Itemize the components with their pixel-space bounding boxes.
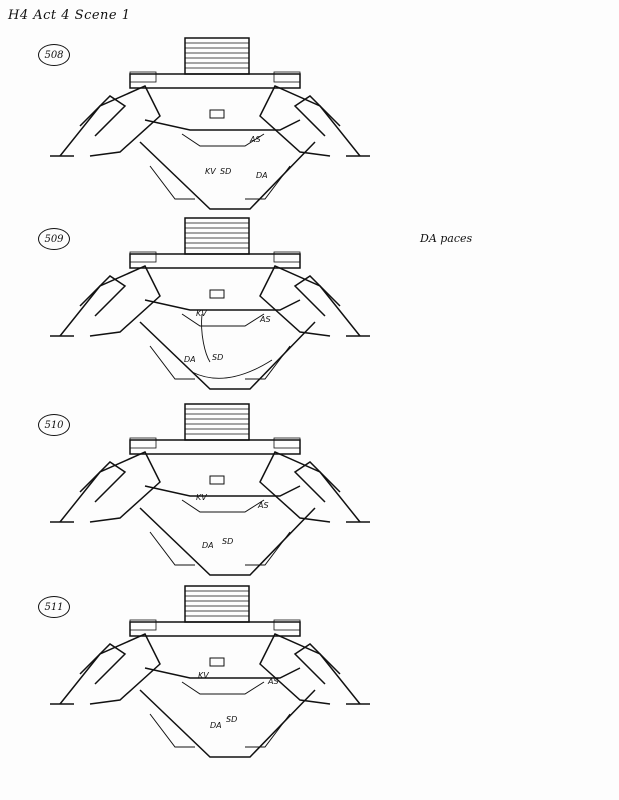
- actor-label-kv: KV: [196, 493, 207, 502]
- upstage-stairs: [184, 37, 250, 75]
- actor-label-da: DA: [184, 355, 196, 364]
- actor-label-as: AS: [257, 501, 269, 510]
- stage-plan-4: AS KV SD DA: [50, 585, 370, 758]
- actor-label-da: DA: [210, 721, 222, 730]
- actor-label-da: DA: [202, 541, 214, 550]
- actor-label-sd: SD: [212, 353, 223, 362]
- actor-label-kv: KV: [205, 167, 216, 176]
- cue-number-badge: 508: [38, 44, 70, 66]
- actor-label-kv: KV: [196, 309, 207, 318]
- movement-path-da: [191, 359, 273, 379]
- actor-label-as: AS: [267, 677, 279, 686]
- actor-label-as: AS: [249, 135, 261, 144]
- page-header-note: H4 Act 4 Scene 1: [8, 8, 131, 23]
- stage-diagram-1: AS KV SD DA: [50, 34, 370, 214]
- set-outline: [50, 585, 370, 758]
- cue-number-badge: 509: [38, 228, 70, 250]
- actor-label-da: DA: [256, 171, 268, 180]
- movement-path-kv: [201, 313, 211, 363]
- stage-plan-2: AS KV SD DA: [50, 217, 370, 390]
- set-outline: [50, 403, 370, 576]
- stage-diagram-2: AS KV SD DA: [50, 214, 370, 394]
- stage-diagram-4: AS KV SD DA: [50, 582, 370, 762]
- stage-diagram-3: AS KV SD DA: [50, 400, 370, 580]
- stage-plan-3: AS KV SD DA: [50, 403, 370, 576]
- cue-number-badge: 511: [38, 596, 70, 618]
- set-outline: [50, 217, 370, 390]
- actor-label-sd: SD: [222, 537, 233, 546]
- actor-label-sd: SD: [226, 715, 237, 724]
- actor-label-as: AS: [259, 315, 271, 324]
- stage-plan-1: AS KV SD DA: [50, 37, 370, 210]
- actor-label-kv: KV: [198, 671, 209, 680]
- set-outline: [50, 37, 370, 210]
- margin-note-da-paces: DA paces: [420, 232, 473, 245]
- actor-label-sd: SD: [220, 167, 231, 176]
- cue-number-badge: 510: [38, 414, 70, 436]
